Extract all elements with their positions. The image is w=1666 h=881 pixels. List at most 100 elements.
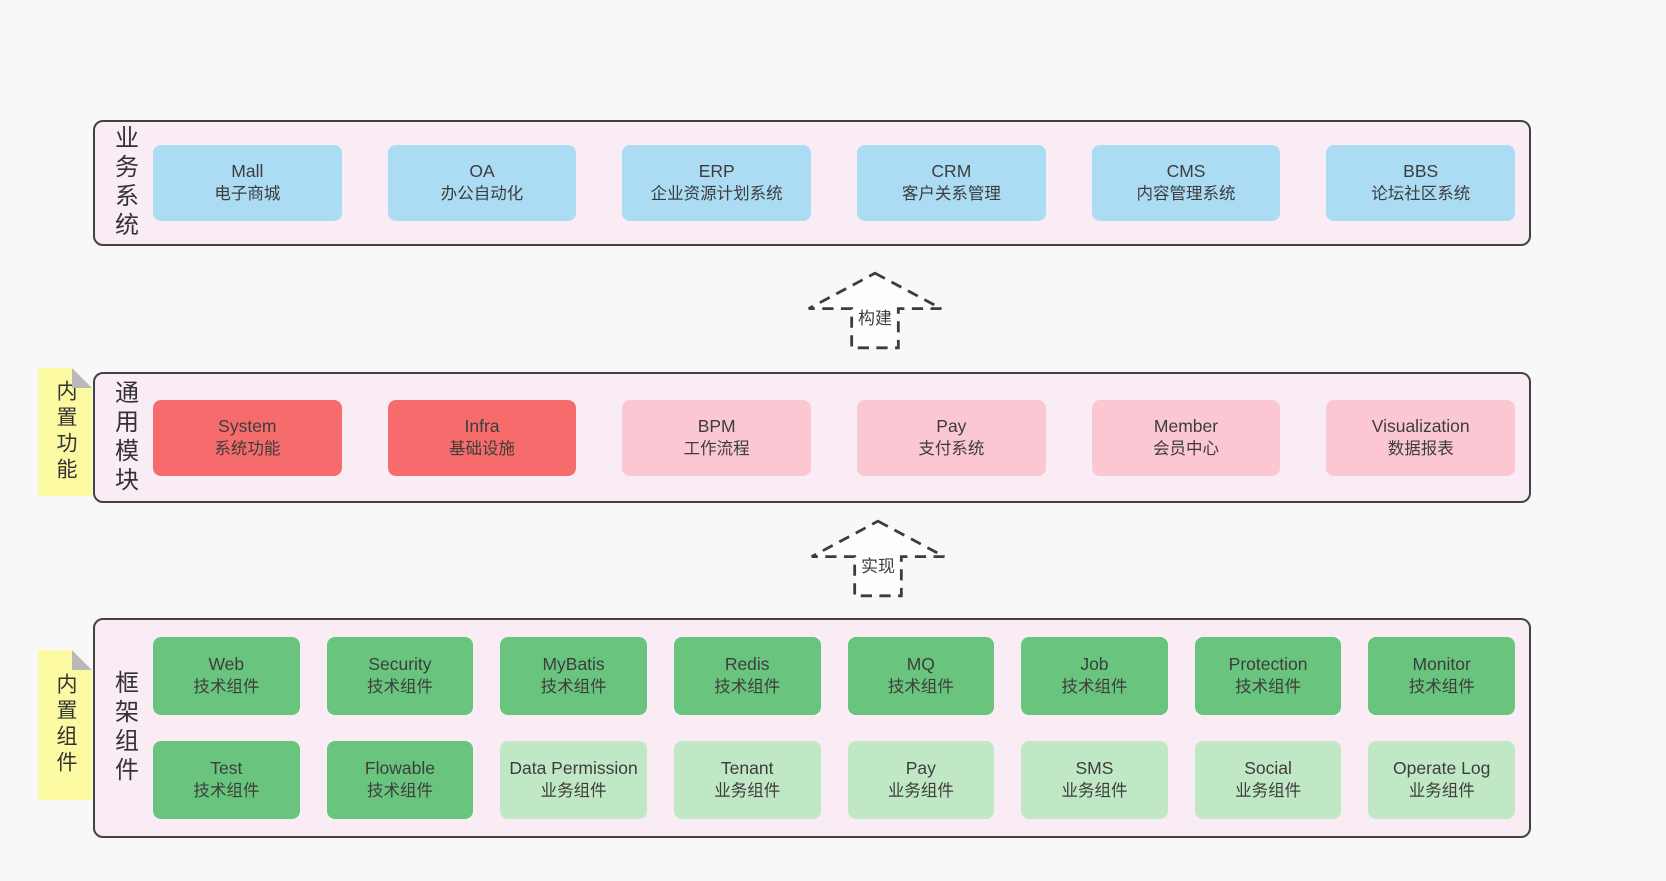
folded-corner-icon — [72, 368, 92, 388]
box-subtitle: 业务组件 — [887, 782, 954, 800]
box-social: Social 业务组件 — [1194, 741, 1342, 819]
box-subtitle: 技术组件 — [366, 782, 433, 800]
arrow-build-label: 构建 — [855, 308, 895, 330]
box-mq: MQ 技术组件 — [847, 637, 995, 715]
box-title: System — [218, 415, 277, 436]
sticky-note-label: 内置组件 — [54, 673, 77, 777]
box-infra: Infra 基础设施 — [387, 399, 577, 476]
box-subtitle: 电子商城 — [214, 185, 281, 203]
sticky-note-label: 内置功能 — [54, 380, 77, 484]
box-title: CRM — [931, 161, 972, 181]
box-subtitle: 技术组件 — [887, 678, 954, 696]
box-subtitle: 技术组件 — [1235, 678, 1302, 696]
box-tenant: Tenant 业务组件 — [673, 741, 821, 819]
box-title: Mall — [231, 161, 264, 181]
box-title: Pay — [905, 758, 936, 778]
box-title: Pay — [936, 415, 967, 436]
box-subtitle: 业务组件 — [1408, 782, 1475, 800]
folded-corner-icon — [72, 650, 92, 670]
box-subtitle: 支付系统 — [918, 439, 985, 458]
box-sms: SMS 业务组件 — [1021, 741, 1168, 819]
business-boxes-area: Mall 电子商城 OA 办公自动化 ERP 企业资源计划系统 CRM 客户关系… — [153, 145, 1529, 221]
sticky-note-builtin-components: 内置组件 — [38, 650, 92, 800]
box-title: Security — [368, 654, 432, 674]
box-title: Flowable — [364, 758, 435, 778]
box-title: Data Permission — [509, 758, 638, 778]
box-subtitle: 技术组件 — [366, 678, 433, 696]
box-subtitle: 基础设施 — [449, 439, 515, 458]
component-layer-label: 框架组件 — [110, 670, 138, 786]
box-title: Protection — [1228, 654, 1308, 674]
arrow-implement-label: 实现 — [858, 556, 898, 578]
box-subtitle: 技术组件 — [1061, 678, 1128, 696]
box-title: CMS — [1166, 161, 1206, 181]
box-operate-log: Operate Log 业务组件 — [1368, 741, 1515, 819]
box-title: Test — [210, 758, 243, 778]
box-title: Infra — [464, 415, 500, 436]
box-subtitle: 业务组件 — [1061, 782, 1128, 800]
box-title: Member — [1153, 415, 1219, 436]
box-protection: Protection 技术组件 — [1194, 637, 1342, 715]
box-crm: CRM 客户关系管理 — [857, 145, 1046, 221]
box-title: SMS — [1075, 758, 1114, 778]
box-subtitle: 技术组件 — [1408, 678, 1475, 696]
box-title: Social — [1244, 758, 1292, 778]
box-subtitle: 办公自动化 — [440, 185, 524, 203]
module-boxes-area: System 系统功能 Infra 基础设施 BPM 工作流程 Pay 支付系统… — [153, 399, 1529, 476]
box-title: Operate Log — [1393, 758, 1491, 778]
box-subtitle: 技术组件 — [540, 678, 607, 696]
box-subtitle: 会员中心 — [1153, 439, 1220, 458]
arrow-build: 构建 — [805, 268, 945, 353]
business-layer-panel: 业务系统 Mall 电子商城 OA 办公自动化 ERP 企业资源计划系统 CRM… — [93, 120, 1531, 246]
box-oa: OA 办公自动化 — [387, 145, 577, 221]
box-title: MyBatis — [542, 654, 605, 674]
box-subtitle: 业务组件 — [714, 782, 781, 800]
business-layer-label: 业务系统 — [110, 125, 138, 241]
box-subtitle: 系统功能 — [214, 439, 281, 458]
box-subtitle: 客户关系管理 — [901, 185, 1001, 203]
box-data-permission: Data Permission 业务组件 — [500, 741, 647, 819]
box-redis: Redis 技术组件 — [673, 637, 821, 715]
box-mybatis: MyBatis 技术组件 — [500, 637, 647, 715]
box-title: Tenant — [720, 758, 774, 778]
box-title: Monitor — [1412, 654, 1471, 674]
box-subtitle: 业务组件 — [1235, 782, 1302, 800]
box-subtitle: 技术组件 — [193, 678, 260, 696]
box-pay-component: Pay 业务组件 — [847, 741, 995, 819]
box-cms: CMS 内容管理系统 — [1091, 145, 1281, 221]
box-job: Job 技术组件 — [1021, 637, 1168, 715]
box-flowable: Flowable 技术组件 — [326, 741, 474, 819]
box-subtitle: 数据报表 — [1387, 439, 1454, 458]
box-security: Security 技术组件 — [326, 637, 474, 715]
module-layer-label: 通用模块 — [110, 379, 138, 496]
box-monitor: Monitor 技术组件 — [1368, 637, 1515, 715]
box-title: Visualization — [1371, 415, 1470, 436]
box-title: MQ — [906, 654, 935, 674]
box-title: Redis — [724, 654, 770, 674]
box-title: ERP — [698, 161, 735, 181]
arrow-implement: 实现 — [808, 516, 948, 601]
sticky-note-builtin-functions: 内置功能 — [38, 368, 92, 496]
box-title: BPM — [697, 415, 736, 436]
box-subtitle: 内容管理系统 — [1136, 185, 1236, 203]
component-layer-panel: 框架组件 Web 技术组件 Security 技术组件 MyBatis 技术组件… — [93, 618, 1531, 838]
box-system: System 系统功能 — [153, 399, 342, 476]
box-web: Web 技术组件 — [153, 637, 300, 715]
box-subtitle: 技术组件 — [714, 678, 781, 696]
module-layer-panel: 通用模块 System 系统功能 Infra 基础设施 BPM 工作流程 Pay… — [93, 372, 1531, 503]
component-boxes-area: Web 技术组件 Security 技术组件 MyBatis 技术组件 Redi… — [153, 637, 1529, 819]
box-title: Web — [208, 654, 245, 674]
box-subtitle: 企业资源计划系统 — [650, 185, 783, 203]
box-subtitle: 工作流程 — [683, 439, 750, 458]
box-visualization: Visualization 数据报表 — [1326, 399, 1516, 476]
box-mall: Mall 电子商城 — [153, 145, 342, 221]
box-bpm: BPM 工作流程 — [622, 399, 812, 476]
box-test: Test 技术组件 — [153, 741, 300, 819]
box-pay-module: Pay 支付系统 — [857, 399, 1046, 476]
box-bbs: BBS 论坛社区系统 — [1326, 145, 1516, 221]
box-erp: ERP 企业资源计划系统 — [622, 145, 812, 221]
box-title: OA — [469, 161, 495, 181]
box-title: Job — [1080, 654, 1109, 674]
box-title: BBS — [1403, 161, 1439, 181]
